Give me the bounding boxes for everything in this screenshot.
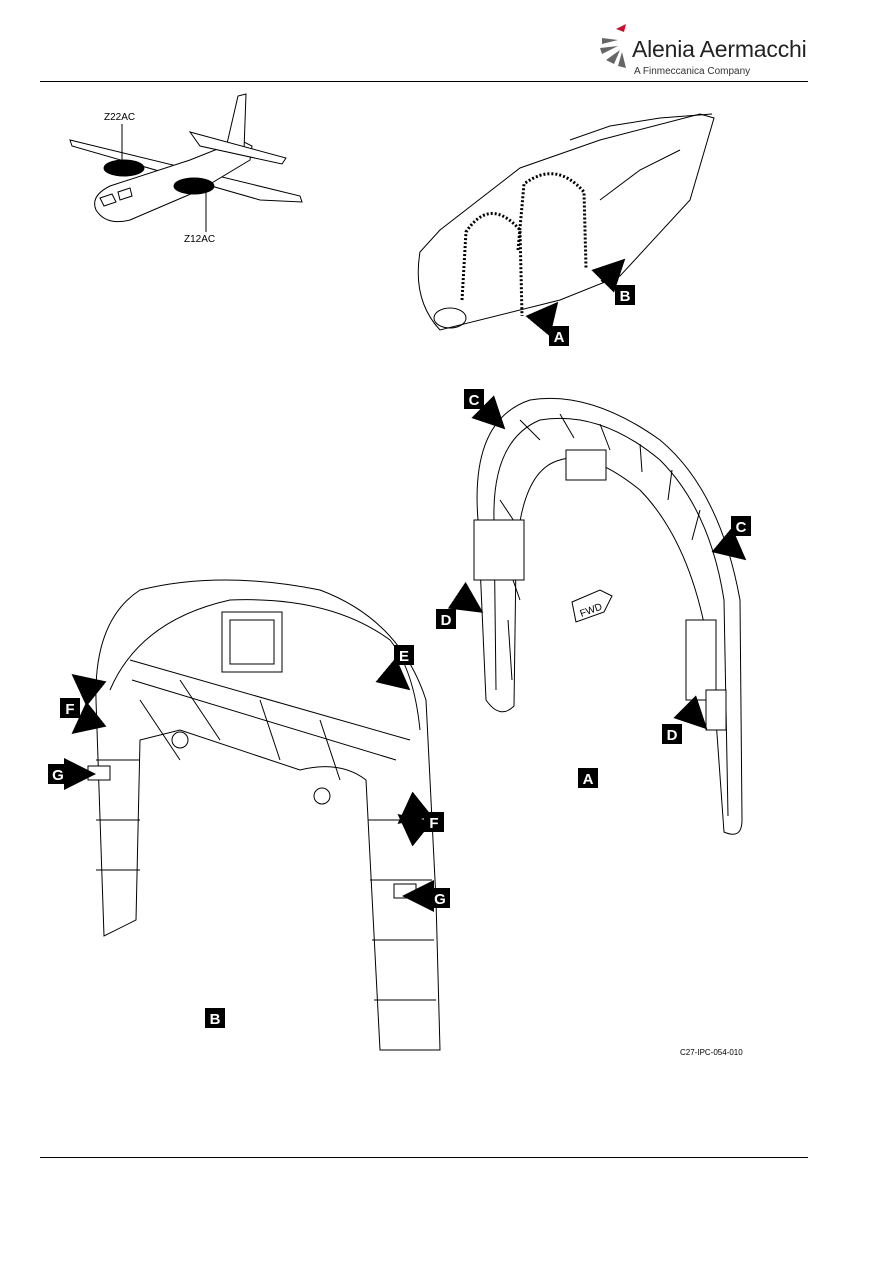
fuselage-section <box>417 113 715 331</box>
footer-rule <box>40 1157 808 1158</box>
callout-g-2: G <box>434 891 446 908</box>
brand-logo: Alenia Aermacchi A Finmeccanica Company <box>596 22 807 82</box>
zone-label-lower: Z12AC <box>184 234 215 245</box>
callout-box-f-2 <box>424 812 444 832</box>
callout-b-top: B <box>620 288 631 305</box>
callout-box-b-top <box>615 285 635 305</box>
callout-c-1: C <box>469 392 480 409</box>
callout-f-2: F <box>429 815 438 832</box>
callout-g-1: G <box>52 767 64 784</box>
frame-view-b <box>87 579 441 1051</box>
brand-subtitle: A Finmeccanica Company <box>634 66 751 77</box>
callout-d-1: D <box>441 612 452 629</box>
callout-box-d-2 <box>662 724 682 744</box>
view-a-title: A <box>583 771 594 788</box>
aircraft-locator <box>69 93 303 232</box>
view-b-title: B <box>210 1011 221 1028</box>
callout-box-g-2 <box>430 888 450 908</box>
callout-box-a-top <box>549 326 569 346</box>
brand-name: Alenia Aermacchi <box>632 36 807 62</box>
frame-view-a <box>473 397 743 835</box>
view-b-title-box <box>205 1008 225 1028</box>
arrow-b-fuselage <box>591 258 626 293</box>
callout-box-c-1 <box>464 389 484 409</box>
arrow-a-fuselage <box>525 301 559 337</box>
zone-label-upper: Z22AC <box>104 112 135 123</box>
header-rule <box>40 81 808 82</box>
callout-box-f-1 <box>60 698 80 718</box>
callout-d-2: D <box>667 727 678 744</box>
figure-reference: C27-IPC-054-010 <box>680 1048 743 1057</box>
callout-box-e <box>394 645 414 665</box>
callout-box-g-1 <box>48 764 68 784</box>
fwd-tag: FWD <box>571 589 613 623</box>
callout-box-c-2 <box>731 516 751 536</box>
view-a-title-box <box>578 768 598 788</box>
brand-mark-icon <box>600 24 626 68</box>
arrows-view-b <box>64 657 434 912</box>
callout-c-2: C <box>736 519 747 536</box>
callout-a-top: A <box>554 329 565 346</box>
callout-box-d-1 <box>436 609 456 629</box>
callout-f-1: F <box>65 701 74 718</box>
callout-e: E <box>399 648 409 665</box>
